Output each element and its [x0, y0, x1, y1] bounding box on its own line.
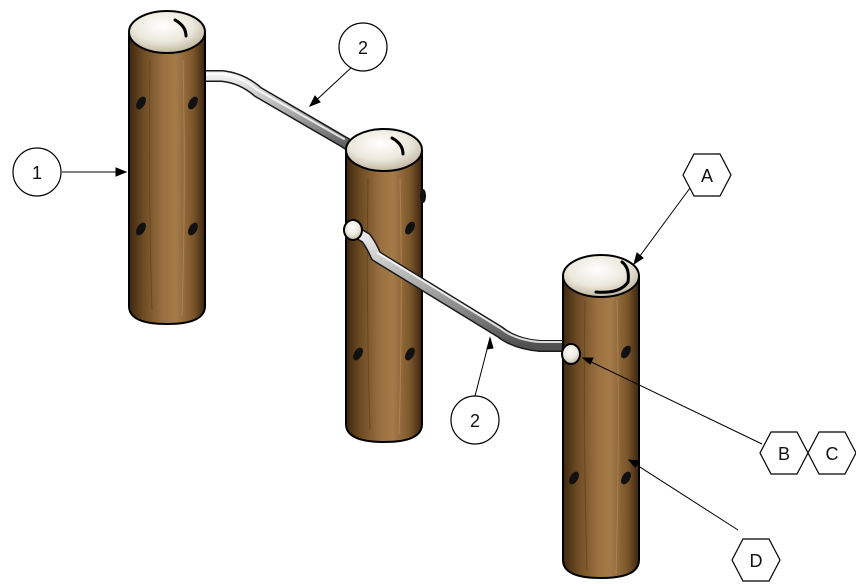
upper-rod — [198, 70, 366, 158]
hex-callout-c-label: C — [826, 444, 839, 464]
hex-callout-b: B — [759, 431, 809, 475]
hex-callout-d-label: D — [750, 551, 763, 571]
post-2 — [345, 128, 426, 444]
hex-callout-d: D — [731, 538, 781, 582]
post-1 — [128, 10, 206, 326]
hex-callout-a-label: A — [701, 166, 713, 186]
rod-end-knob-left — [343, 219, 363, 241]
lower-rod — [343, 219, 572, 352]
post-3-cap — [562, 254, 640, 298]
post-2-cap — [345, 128, 423, 172]
hex-callout-a: A — [682, 153, 732, 197]
hex-callout-b-label: B — [778, 444, 790, 464]
balloon-1-label: 1 — [32, 163, 42, 183]
rod-end-knob-right — [561, 343, 581, 365]
balloon-2-upper-label: 2 — [358, 38, 368, 58]
post-3 — [561, 254, 640, 580]
leader-lines — [62, 65, 763, 531]
balloon-1: 1 — [12, 147, 62, 197]
hex-callout-c: C — [807, 431, 856, 475]
balloon-2-lower-label: 2 — [470, 411, 480, 431]
balloon-2-lower: 2 — [450, 395, 500, 445]
balloon-2-upper: 2 — [338, 22, 388, 72]
post-1-cap — [128, 10, 206, 54]
